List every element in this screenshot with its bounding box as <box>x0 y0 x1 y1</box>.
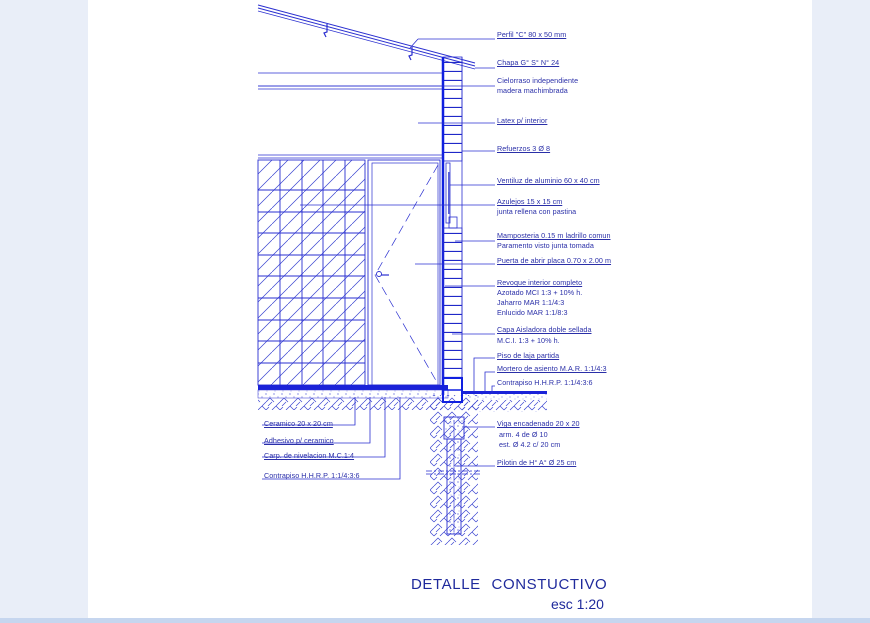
brick-wall <box>441 56 463 395</box>
leader-lines-right <box>258 38 495 467</box>
label-mortero: Mortero de asiento M.A.R. 1:1/4:3 <box>497 364 607 373</box>
label-contrapiso-exterior: Contrapiso H.H.R.P. 1:1/4:3:6 <box>497 378 593 387</box>
label-adhesivo: Adhesivo p/ ceramico <box>264 436 334 445</box>
label-ceramico: Ceramico 20 x 20 cm <box>264 419 333 428</box>
label-viga-2: arm. 4 de Ø 10 <box>499 430 548 439</box>
label-mamposteria-1: Mamposteria 0.15 m ladrillo comun <box>497 231 611 240</box>
label-piso: Piso de laja partida <box>497 351 560 360</box>
label-perfil: Perfil "C" 80 x 50 mm <box>497 30 567 39</box>
ceiling <box>258 72 443 90</box>
label-mamposteria-2: Paramento visto junta tomada <box>497 241 594 250</box>
label-cielorraso-1: Cielorraso independiente <box>497 76 579 85</box>
label-revoque-3: Jaharro MAR 1:1/4:3 <box>497 298 565 307</box>
label-cielorraso-2: madera machimbrada <box>497 86 568 95</box>
label-ventiluz: Ventiluz de aluminio 60 x 40 cm <box>497 176 600 185</box>
bottom-strip <box>0 618 870 623</box>
label-azulejos-1: Azulejos 15 x 15 cm <box>497 197 563 206</box>
label-carpeta: Carp. de nivelacion M.C.1:4 <box>264 451 355 460</box>
leader-lines-left <box>262 397 401 480</box>
drawing-scale: esc 1:20 <box>551 596 604 612</box>
label-viga-3: est. Ø 4.2 c/ 20 cm <box>499 440 561 449</box>
label-azulejos-2: junta rellena con pastina <box>497 207 577 216</box>
roof <box>257 4 476 70</box>
foundation <box>426 377 482 545</box>
label-revoque-4: Enlucido MAR 1:1/8:3 <box>497 308 568 317</box>
tile-panel <box>257 154 443 386</box>
label-contrapiso-interior: Contrapiso H.H.R.P. 1:1/4:3:6 <box>264 471 360 480</box>
label-puerta: Puerta de abrir placa 0.70 x 2.00 m <box>497 256 612 265</box>
floor-slab <box>257 385 547 412</box>
label-refuerzos: Refuerzos 3 Ø 8 <box>497 144 551 153</box>
door <box>367 159 441 386</box>
label-revoque-2: Azotado MCI 1:3 + 10% h. <box>497 288 583 297</box>
label-capa-aisladora-1: Capa Aisladora doble sellada <box>497 325 592 334</box>
label-revoque-1: Revoque interior completo <box>497 278 583 287</box>
label-capa-aisladora-2: M.C.I. 1:3 + 10% h. <box>497 336 560 345</box>
label-pilotin: Pilotin de H° A° Ø 25 cm <box>497 458 577 467</box>
label-chapa: Chapa G° S° N° 24 <box>497 58 560 67</box>
label-viga-1: Viga encadenado 20 x 20 <box>497 419 580 428</box>
label-latex: Latex p/ interior <box>497 116 548 125</box>
drawing-title: DETALLE CONSTUCTIVO <box>411 576 608 593</box>
